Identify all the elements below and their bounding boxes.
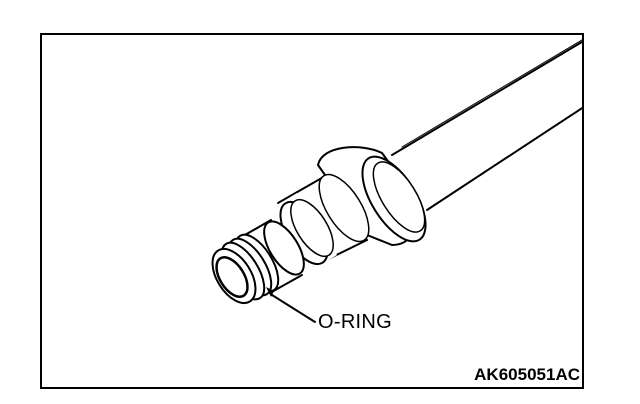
pipe-tube [391,39,582,211]
pipe-collar [317,146,427,246]
figure-code: AK605051AC [474,365,580,384]
diagram-frame: O-RING AK605051AC [40,33,584,389]
o-ring-label: O-RING [318,311,393,333]
pipe-drawing [211,39,582,323]
pipe-tip [211,248,257,304]
callout-leader [266,287,316,323]
